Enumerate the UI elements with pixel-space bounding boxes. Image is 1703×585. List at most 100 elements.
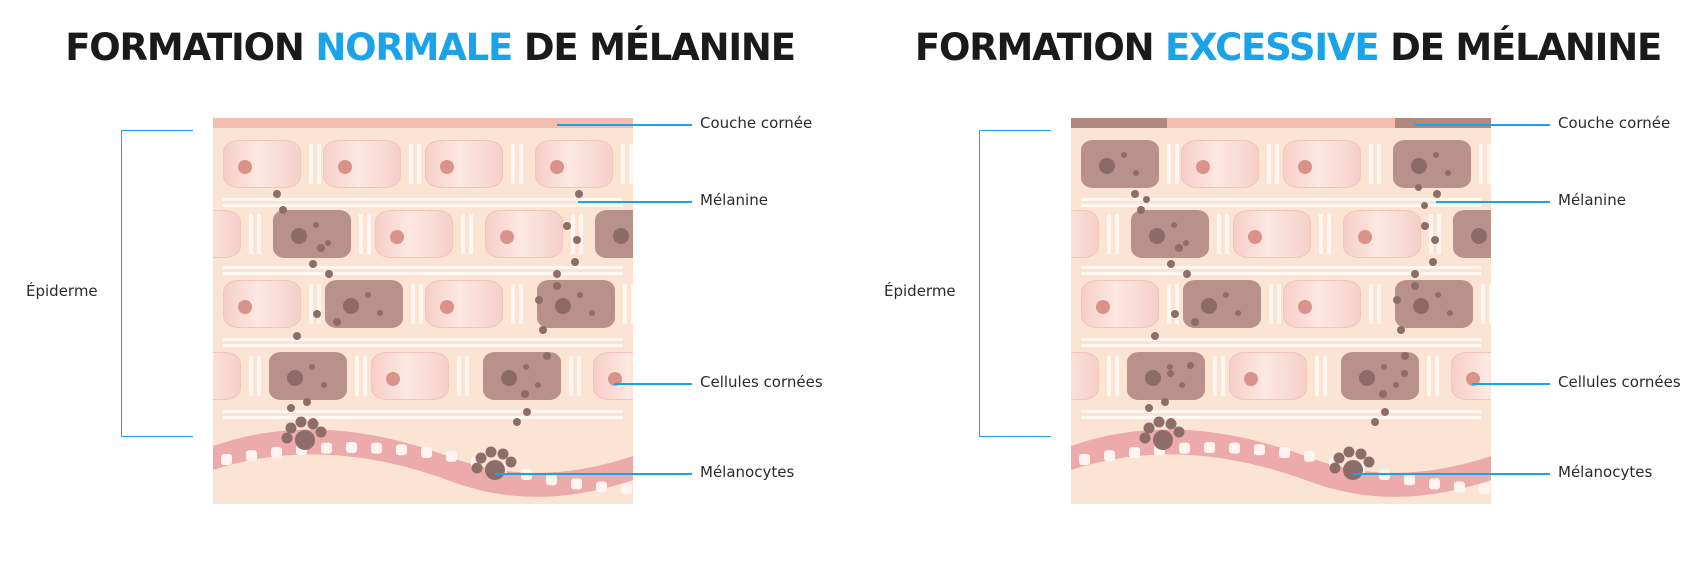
melanin-granule <box>303 398 311 406</box>
pigmented-cell <box>1453 210 1491 258</box>
basal-layer-band <box>1071 429 1491 497</box>
cell-junction <box>419 284 423 324</box>
melanin-granule <box>309 260 317 268</box>
layer-separator <box>223 344 623 347</box>
cell-junction <box>519 284 523 324</box>
couche-cornee-label: Couche cornée <box>700 114 813 132</box>
cell-junction <box>249 356 253 396</box>
melanin-granule <box>1421 202 1428 209</box>
basal-cell <box>1129 446 1140 458</box>
pigmented-cell <box>1131 210 1209 258</box>
basal-cell <box>596 481 607 493</box>
melanin-granule <box>273 190 281 198</box>
basal-cell <box>421 446 432 458</box>
epiderme-bracket <box>121 130 193 437</box>
pigmented-cell <box>1127 352 1205 400</box>
melanin-granule <box>321 382 327 388</box>
corneal-cell <box>1233 210 1311 258</box>
corneal-cell <box>375 210 453 258</box>
cell-nucleus <box>1359 370 1375 386</box>
corneal-cell <box>593 352 633 400</box>
couche-cornee-leader <box>1415 124 1550 126</box>
corneal-cell <box>213 210 241 258</box>
layer-separator <box>1081 204 1481 207</box>
basal-cell <box>1254 444 1265 456</box>
cell-junction <box>1107 356 1111 396</box>
melanin-granule <box>1421 222 1429 230</box>
layer-separator <box>223 338 623 341</box>
melanin-granule <box>313 222 319 228</box>
cell-nucleus <box>1248 230 1262 244</box>
cell-nucleus <box>1466 372 1480 386</box>
melanin-granule <box>293 332 301 340</box>
cell-nucleus <box>501 370 517 386</box>
cell-junction <box>511 144 515 184</box>
corneal-cell <box>1451 352 1491 400</box>
melanin-granule <box>1435 292 1441 298</box>
cell-junction <box>249 214 253 254</box>
cell-nucleus <box>1196 160 1210 174</box>
cell-junction <box>1481 284 1485 324</box>
basal-layer-band <box>213 429 633 497</box>
pigmented-cell <box>269 352 347 400</box>
corneal-cell <box>425 280 503 328</box>
cell-junction <box>469 214 473 254</box>
stratum-corneum-pigment <box>1071 118 1167 128</box>
layer-separator <box>1081 344 1481 347</box>
melanin-granule <box>1151 332 1159 340</box>
stratum-corneum-pigment <box>1395 118 1491 128</box>
melanocytes-label: Mélanocytes <box>1558 463 1653 481</box>
melanin-granule <box>589 310 595 316</box>
cell-junction <box>1377 144 1381 184</box>
cell-nucleus <box>440 160 454 174</box>
basal-layer-svg <box>213 416 633 497</box>
cell-nucleus <box>386 372 400 386</box>
basal-cell <box>221 454 232 465</box>
pigmented-cell <box>1393 140 1471 188</box>
couche-cornee-label: Couche cornée <box>1558 114 1671 132</box>
basal-cell <box>271 446 282 458</box>
pigmented-cell <box>325 280 403 328</box>
heading-text-end: DE MÉLANINE <box>1378 26 1662 69</box>
cell-junction <box>411 284 415 324</box>
melanin-granule <box>1447 310 1453 316</box>
melanin-granule <box>521 390 529 398</box>
melanin-granule <box>1411 282 1419 290</box>
melanin-granule <box>539 326 547 334</box>
cell-nucleus <box>550 160 564 174</box>
cell-junction <box>577 356 581 396</box>
cell-nucleus <box>1411 158 1427 174</box>
corneal-cell <box>1071 352 1099 400</box>
corneal-cell <box>1283 280 1361 328</box>
melanin-granule <box>1171 310 1179 318</box>
cellules-cornees-label: Cellules cornées <box>700 373 823 391</box>
cell-nucleus <box>291 228 307 244</box>
basal-layer-svg <box>1071 416 1491 497</box>
cell-nucleus <box>1298 300 1312 314</box>
layer-separator <box>1081 272 1481 275</box>
layer-separator <box>1081 198 1481 201</box>
melanin-granule <box>1187 362 1194 369</box>
heading-accent-excessive: EXCESSIVE <box>1165 26 1380 69</box>
cell-junction <box>1167 144 1171 184</box>
melanin-granule <box>1433 152 1439 158</box>
cell-nucleus <box>1358 230 1372 244</box>
melanin-granule <box>325 270 333 278</box>
normal-heading: FORMATION NORMALE DE MÉLANINE <box>0 26 860 69</box>
melanin-granule <box>1143 196 1150 203</box>
cell-junction <box>1277 284 1281 324</box>
melanin-granule <box>1145 404 1153 412</box>
melanin-granule <box>1401 370 1408 377</box>
couche-cornee-leader <box>557 124 692 126</box>
cell-junction <box>1213 356 1217 396</box>
epiderme-label: Épiderme <box>884 282 956 300</box>
melanin-granule <box>1415 184 1422 191</box>
cell-junction <box>257 214 261 254</box>
melanin-granule <box>1131 190 1139 198</box>
cell-junction <box>631 284 633 324</box>
cell-junction <box>363 356 367 396</box>
normal-melanin-panel: FORMATION NORMALE DE MÉLANINE Épiderme C… <box>0 26 860 504</box>
stratum-corneum-band <box>213 118 633 128</box>
heading-text-start: FORMATION <box>914 26 1166 69</box>
cell-junction <box>621 144 625 184</box>
